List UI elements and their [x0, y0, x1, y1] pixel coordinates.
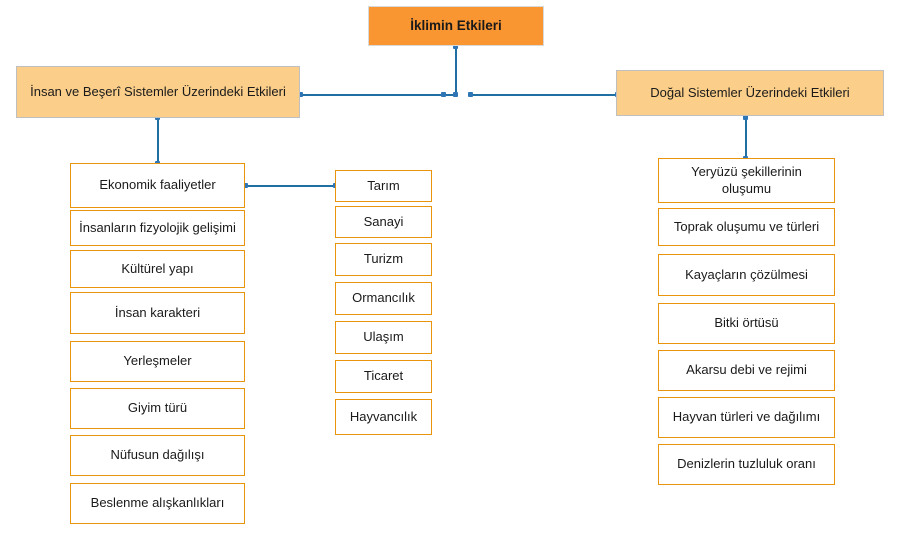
node-natural-effect-0[interactable]: Yeryüzü şekillerinin oluşumu	[658, 158, 835, 203]
node-label: Denizlerin tuzluluk oranı	[677, 456, 816, 472]
node-label: Hayvan türleri ve dağılımı	[672, 409, 821, 425]
connector-bus-right	[470, 94, 618, 96]
node-economic-activity-6[interactable]: Hayvancılık	[335, 399, 432, 435]
node-label: Kayaçların çözülmesi	[685, 266, 808, 282]
node-label: Ekonomik faaliyetler	[99, 177, 216, 193]
node-label: Tarım	[367, 177, 400, 193]
node-label: Turizm	[363, 251, 404, 267]
connector-dot-human-branch	[298, 92, 303, 97]
node-label: Bitki örtüsü	[714, 315, 779, 331]
node-branch-human-label: İnsan ve Beşerî Sistemler Üzerindeki Etk…	[30, 83, 286, 99]
node-human-effect-0[interactable]: Ekonomik faaliyetler	[70, 163, 245, 208]
node-human-effect-7[interactable]: Beslenme alışkanlıkları	[70, 483, 245, 524]
node-label: Toprak oluşumu ve türleri	[673, 218, 820, 234]
node-human-effect-1[interactable]: İnsanların fizyolojik gelişimi	[70, 210, 245, 246]
node-economic-activity-2[interactable]: Turizm	[335, 243, 432, 276]
connector-economic-to-tarim	[245, 185, 335, 187]
node-human-effect-6[interactable]: Nüfusun dağılışı	[70, 435, 245, 476]
node-label: Ulaşım	[363, 329, 404, 345]
node-economic-activity-3[interactable]: Ormancılık	[335, 282, 432, 315]
node-natural-effect-1[interactable]: Toprak oluşumu ve türleri	[658, 208, 835, 246]
node-label: Beslenme alışkanlıkları	[90, 495, 225, 511]
node-natural-effect-3[interactable]: Bitki örtüsü	[658, 303, 835, 344]
connector-natural-to-landforms	[745, 117, 747, 158]
node-human-effect-3[interactable]: İnsan karakteri	[70, 292, 245, 334]
node-label: Yeryüzü şekillerinin oluşumu	[691, 164, 802, 196]
node-root-iklimin-etkileri[interactable]: İklimin Etkileri	[368, 6, 544, 46]
node-natural-effect-5[interactable]: Hayvan türleri ve dağılımı	[658, 397, 835, 438]
node-human-effect-2[interactable]: Kültürel yapı	[70, 250, 245, 288]
connector-dot-root-bottom	[453, 44, 458, 49]
node-label: Sanayi	[363, 213, 404, 229]
node-branch-natural-systems[interactable]: Doğal Sistemler Üzerindeki Etkileri	[616, 70, 884, 116]
node-natural-effect-6[interactable]: Denizlerin tuzluluk oranı	[658, 444, 835, 485]
node-label: Kültürel yapı	[121, 260, 194, 276]
node-branch-human-systems[interactable]: İnsan ve Beşerî Sistemler Üzerindeki Etk…	[16, 66, 300, 118]
connector-bus-left	[300, 94, 455, 96]
connector-dot-bus-right-start	[468, 92, 473, 97]
node-label: Nüfusun dağılışı	[110, 447, 205, 463]
node-economic-activity-1[interactable]: Sanayi	[335, 206, 432, 238]
node-label: İnsan karakteri	[114, 304, 201, 320]
connector-root-stem	[455, 46, 457, 95]
node-label: Hayvancılık	[349, 408, 418, 424]
node-economic-activity-0[interactable]: Tarım	[335, 170, 432, 202]
node-label: Akarsu debi ve rejimi	[686, 362, 807, 378]
connector-dot-natural-bottom	[743, 115, 748, 120]
node-branch-natural-label: Doğal Sistemler Üzerindeki Etkileri	[650, 84, 850, 100]
connector-human-to-economic	[157, 117, 159, 163]
node-economic-activity-4[interactable]: Ulaşım	[335, 321, 432, 354]
node-label: Ormancılık	[352, 290, 415, 306]
node-natural-effect-4[interactable]: Akarsu debi ve rejimi	[658, 350, 835, 391]
connector-dot-economic-right	[243, 183, 248, 188]
node-root-label: İklimin Etkileri	[410, 17, 502, 33]
node-label: Yerleşmeler	[123, 353, 192, 369]
node-label: İnsanların fizyolojik gelişimi	[79, 219, 236, 235]
node-label: Ticaret	[363, 368, 404, 384]
node-natural-effect-2[interactable]: Kayaçların çözülmesi	[658, 254, 835, 296]
node-human-effect-5[interactable]: Giyim türü	[70, 388, 245, 429]
connector-dot-bus-left-mid	[441, 92, 446, 97]
connector-dot-bus-center	[453, 92, 458, 97]
node-label: Giyim türü	[127, 400, 188, 416]
node-economic-activity-5[interactable]: Ticaret	[335, 360, 432, 393]
node-human-effect-4[interactable]: Yerleşmeler	[70, 341, 245, 382]
